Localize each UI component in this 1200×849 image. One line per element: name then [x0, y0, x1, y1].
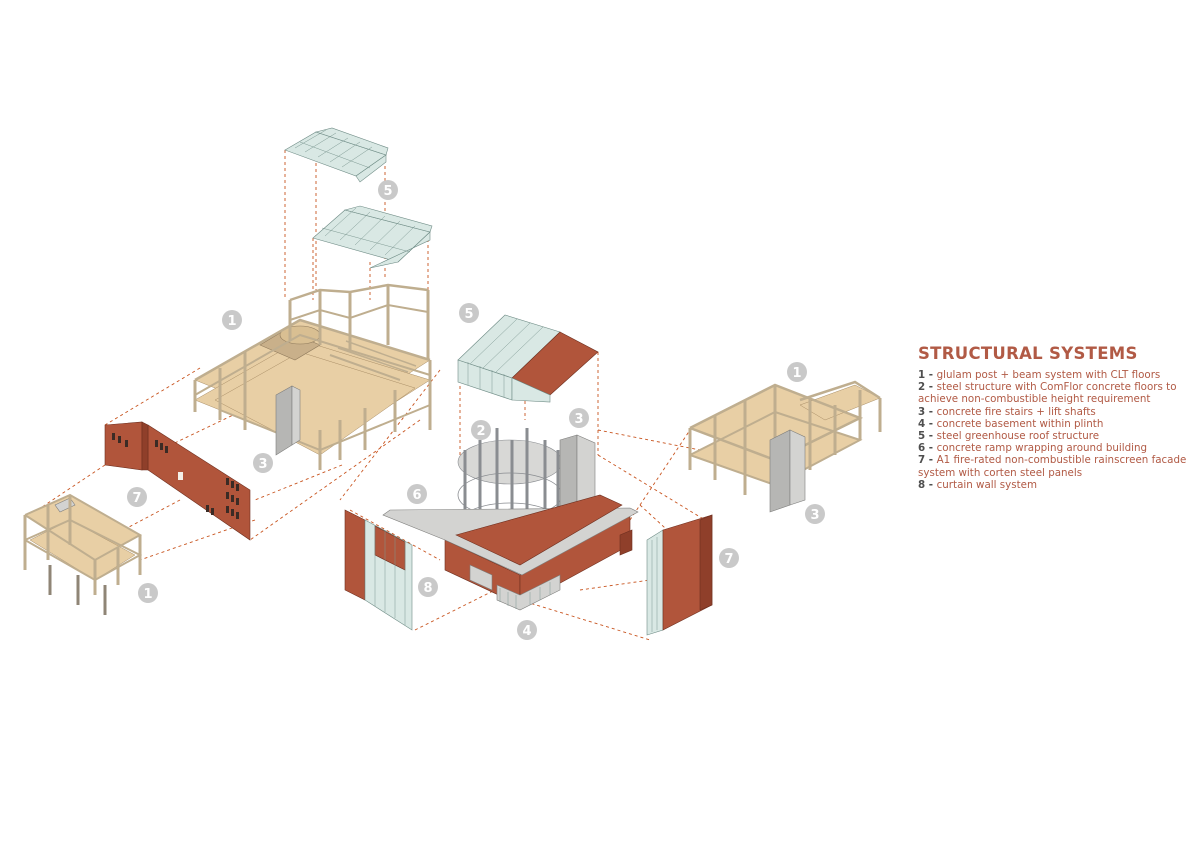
glulam-frame-small [23, 493, 143, 615]
legend-item-number: 8 [918, 478, 926, 491]
greenhouse-roof-centre [457, 314, 599, 403]
legend-item-separator: - [925, 442, 937, 455]
badge-1-small-frame: 1 [138, 583, 158, 603]
legend-item-number: 5 [918, 430, 926, 443]
curtain-wall-left [344, 509, 413, 631]
badge-7-left-facade: 7 [127, 487, 147, 507]
svg-text:6: 6 [412, 488, 421, 503]
legend-item-number: 4 [918, 417, 926, 430]
legend-item: 3 - concrete fire stairs + lift shafts [918, 406, 1188, 418]
legend-item: 1 - glulam post + beam system with CLT f… [918, 369, 1188, 381]
legend-item-number: 2 [918, 381, 926, 394]
svg-text:3: 3 [810, 508, 819, 523]
badge-1-main-frame: 1 [222, 310, 242, 330]
legend-item-text: steel greenhouse roof structure [936, 430, 1100, 443]
structural-systems-legend: STRUCTURAL SYSTEMS 1 - glulam post + bea… [918, 344, 1188, 491]
legend-item-text: curtain wall system [936, 478, 1038, 491]
svg-text:1: 1 [792, 366, 801, 381]
badge-3-right-core: 3 [805, 504, 825, 524]
svg-text:1: 1 [143, 587, 152, 602]
legend-item-separator: - [925, 381, 937, 394]
legend-item-number: 1 [918, 369, 926, 381]
badge-7-right-facade: 7 [719, 548, 739, 568]
svg-text:3: 3 [574, 412, 583, 427]
legend-item: 4 - concrete basement within plinth [918, 418, 1188, 430]
badge-3-main-core: 3 [253, 453, 273, 473]
badge-3-centre-core: 3 [569, 408, 589, 428]
legend-item-separator: - [925, 478, 937, 491]
legend-item-number: 3 [918, 405, 926, 418]
legend-item: 6 - concrete ramp wrapping around buildi… [918, 442, 1188, 454]
legend-item-separator: - [925, 369, 937, 381]
badge-6-ramp: 6 [407, 484, 427, 504]
legend-item-separator: - [925, 430, 937, 443]
legend-item-text: concrete ramp wrapping around building [936, 442, 1148, 455]
legend-item-text: concrete basement within plinth [936, 417, 1104, 430]
glulam-frame-main [193, 283, 432, 470]
legend-item-text: concrete fire stairs + lift shafts [936, 405, 1096, 418]
legend-item-number: 6 [918, 442, 926, 455]
greenhouse-roof-lower [312, 205, 433, 269]
svg-text:3: 3 [258, 457, 267, 472]
svg-text:1: 1 [227, 314, 236, 329]
legend-item-separator: - [925, 454, 937, 467]
svg-text:5: 5 [383, 184, 392, 199]
legend-item: 8 - curtain wall system [918, 479, 1188, 491]
badge-2-steel: 2 [471, 420, 491, 440]
glulam-frame-right [688, 380, 882, 513]
legend-item: 2 - steel structure with ComFlor concret… [918, 381, 1188, 405]
badge-1-right-frame: 1 [787, 362, 807, 382]
svg-text:2: 2 [476, 424, 485, 439]
plinth-and-ramp [382, 494, 639, 611]
legend-item-separator: - [925, 417, 937, 430]
greenhouse-roof-upper [284, 127, 389, 183]
legend-item-separator: - [925, 405, 937, 418]
legend-item: 5 - steel greenhouse roof structure [918, 430, 1188, 442]
svg-text:7: 7 [724, 552, 733, 567]
svg-text:8: 8 [423, 581, 432, 596]
badge-5-centre-roof: 5 [459, 303, 479, 323]
badge-5-top: 5 [378, 180, 398, 200]
legend-item-number: 7 [918, 454, 926, 467]
legend-item: 7 - A1 fire-rated non-combustible rainsc… [918, 454, 1188, 478]
number-badges: 5 1 3 7 1 5 2 3 [127, 180, 825, 640]
legend-title: STRUCTURAL SYSTEMS [918, 344, 1138, 363]
legend-item-text: steel structure with ComFlor concrete fl… [918, 381, 1177, 406]
svg-text:7: 7 [132, 491, 141, 506]
badge-4-basement: 4 [517, 620, 537, 640]
badge-8-curtain-wall: 8 [418, 577, 438, 597]
corten-facade-panel-left [104, 421, 251, 541]
legend-item-text: glulam post + beam system with CLT floor… [936, 369, 1161, 381]
corten-facade-panel-right [646, 514, 713, 636]
svg-text:4: 4 [522, 624, 531, 639]
svg-text:5: 5 [464, 307, 473, 322]
legend-item-text: A1 fire-rated non-combustible rainscreen… [918, 454, 1187, 479]
